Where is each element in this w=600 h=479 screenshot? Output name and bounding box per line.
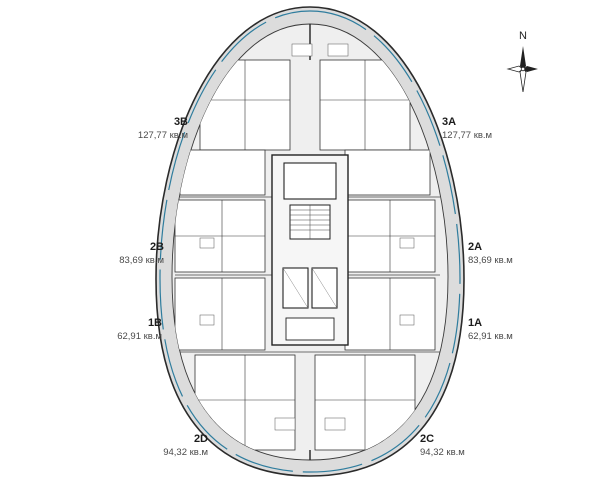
unit-label-2c: 2C 94,32 кв.м: [420, 433, 500, 459]
unit-label-2a: 2A 83,69 кв.м: [468, 241, 548, 267]
unit-code: 2C: [420, 433, 435, 445]
unit-code: 2D: [193, 433, 208, 445]
unit-area: 83,69 кв.м: [119, 254, 164, 266]
compass-rose: N: [506, 30, 540, 94]
unit-label-2d: 2D 94,32 кв.м: [140, 433, 208, 459]
unit-area: 94,32 кв.м: [163, 446, 208, 458]
apartment-2a: [344, 199, 436, 273]
unit-label-1a: 1A 62,91 кв.м: [468, 317, 548, 343]
unit-area: 94,32 кв.м: [420, 446, 465, 458]
unit-code: 3A: [442, 116, 457, 128]
unit-area: 83,69 кв.м: [468, 254, 513, 266]
north-label: N: [519, 30, 527, 42]
unit-label-2b: 2B 83,69 кв.м: [96, 241, 164, 267]
building-core: [271, 154, 349, 346]
glass-facade: [159, 10, 461, 473]
compass-icon: [506, 46, 538, 93]
unit-code: 1B: [147, 317, 162, 329]
unit-area: 62,91 кв.м: [468, 330, 513, 342]
unit-area: 62,91 кв.м: [117, 330, 162, 342]
unit-code: 1A: [468, 317, 483, 329]
unit-label-1b: 1B 62,91 кв.м: [94, 317, 162, 343]
apartment-1b: [174, 277, 266, 351]
apartment-3a: [319, 59, 431, 196]
unit-code: 2B: [149, 241, 164, 253]
unit-area: 127,77 кв.м: [442, 129, 493, 141]
unit-label-3a: 3A 127,77 кв.м: [442, 116, 522, 142]
unit-code: 3B: [173, 116, 188, 128]
unit-code: 2A: [468, 241, 483, 253]
apartment-1a: [344, 277, 436, 351]
furniture: [199, 43, 415, 431]
unit-area: 127,77 кв.м: [137, 129, 188, 141]
unit-label-3b: 3B 127,77 кв.м: [120, 116, 188, 142]
apartment-2b: [174, 199, 266, 273]
